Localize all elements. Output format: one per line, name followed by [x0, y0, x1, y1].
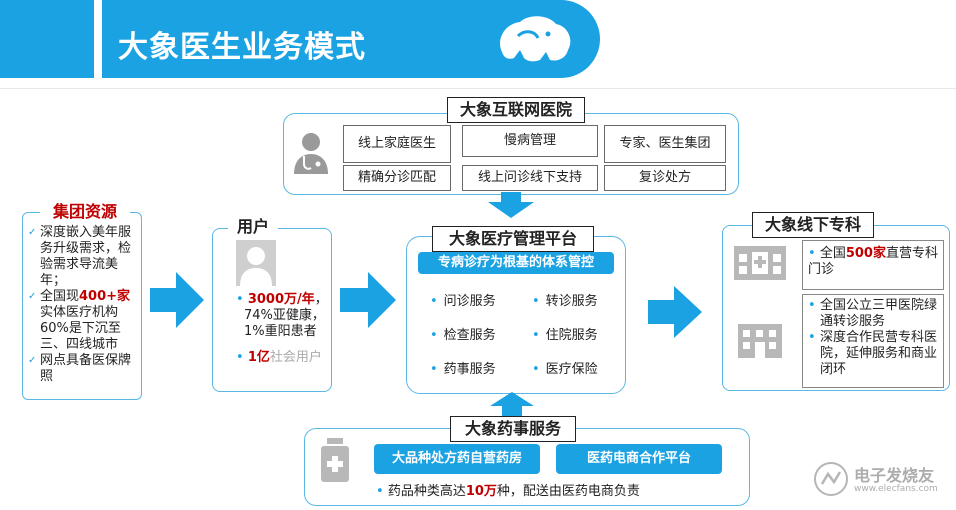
- list-item: 网点具备医保牌照: [28, 353, 138, 385]
- right-arrow-icon: [340, 272, 396, 328]
- watermark-logo-icon: [814, 462, 848, 496]
- group-resources-title: 集团资源: [40, 198, 130, 221]
- service-pharmacy: 药事服务: [430, 358, 496, 377]
- offline-card-2: [802, 294, 944, 388]
- list-item: 全国现400+家实体医疗机构60%是下沉至三、四线城市: [28, 289, 138, 353]
- ih-item-online-offline: 线上问诊线下支持: [462, 165, 598, 191]
- header-accent: [94, 0, 102, 78]
- down-arrow-icon: [486, 192, 536, 218]
- up-arrow-icon: [488, 392, 536, 416]
- hospital-icon: [734, 312, 786, 358]
- list-item: 全国公立三甲医院绿通转诊服务: [808, 298, 940, 330]
- offline-item-1: • 全国500家直营专科门诊: [808, 246, 938, 277]
- ih-item-family-doctor: 线上家庭医生: [343, 125, 451, 163]
- offline-title: 大象线下专科: [752, 212, 874, 238]
- service-exam: 检查服务: [430, 324, 496, 343]
- divider: [0, 88, 956, 89]
- watermark-brand: 电子发烧友: [854, 466, 935, 485]
- platform-banner: 专病诊疗为根基的体系管控: [418, 252, 614, 274]
- page-title: 大象医生业务模式: [118, 30, 366, 65]
- group-resources-list: 深度嵌入美年服务升级需求，检验需求导流美年； 全国现400+家实体医疗机构60%…: [28, 225, 138, 385]
- users-stats: • 3000万/年， 74%亚健康， 1%重阳患者 • 1亿社会用户: [236, 292, 328, 365]
- platform-title: 大象医疗管理平台: [432, 226, 594, 252]
- medicine-bottle-icon: [318, 438, 352, 482]
- ih-item-triage: 精确分诊匹配: [343, 165, 451, 191]
- hospital-label: HOSPITAL: [744, 314, 783, 322]
- offline-list: 全国公立三甲医院绿通转诊服务 深度合作民营专科医院，延伸服务和商业闭环: [808, 298, 940, 378]
- watermark: 电子发烧友 www.elecfans.com: [812, 458, 952, 504]
- list-item: 深度嵌入美年服务升级需求，检验需求导流美年；: [28, 225, 138, 289]
- right-arrow-icon: [648, 286, 702, 338]
- ih-item-experts: 专家、医生集团: [604, 125, 726, 163]
- internet-hospital-title: 大象互联网医院: [447, 97, 585, 123]
- user-icon: [236, 240, 276, 286]
- watermark-url: www.elecfans.com: [854, 484, 938, 494]
- service-inpatient: 住院服务: [532, 324, 598, 343]
- list-item: 深度合作民营专科医院，延伸服务和商业闭环: [808, 330, 940, 378]
- service-referral: 转诊服务: [532, 290, 598, 309]
- doctor-icon: [292, 130, 330, 176]
- elephant-logo-icon: [488, 10, 578, 70]
- ih-item-prescription: 复诊处方: [604, 165, 726, 191]
- users-title: 用户: [228, 216, 278, 238]
- pharmacy-pill-self-operated: 大品种处方药自营药房: [374, 444, 540, 474]
- pharmacy-pill-ecommerce: 医药电商合作平台: [556, 444, 722, 474]
- pharmacy-note: • 药品种类高达10万种，配送由医药电商负责: [376, 484, 640, 499]
- clinic-icon: [734, 246, 786, 280]
- offline-card-1: [802, 240, 944, 290]
- service-insurance: 医疗保险: [532, 358, 598, 377]
- right-arrow-icon: [150, 272, 204, 328]
- service-consult: 问诊服务: [430, 290, 496, 309]
- ih-item-chronic: 慢病管理: [462, 125, 598, 157]
- pharmacy-title: 大象药事服务: [450, 416, 576, 442]
